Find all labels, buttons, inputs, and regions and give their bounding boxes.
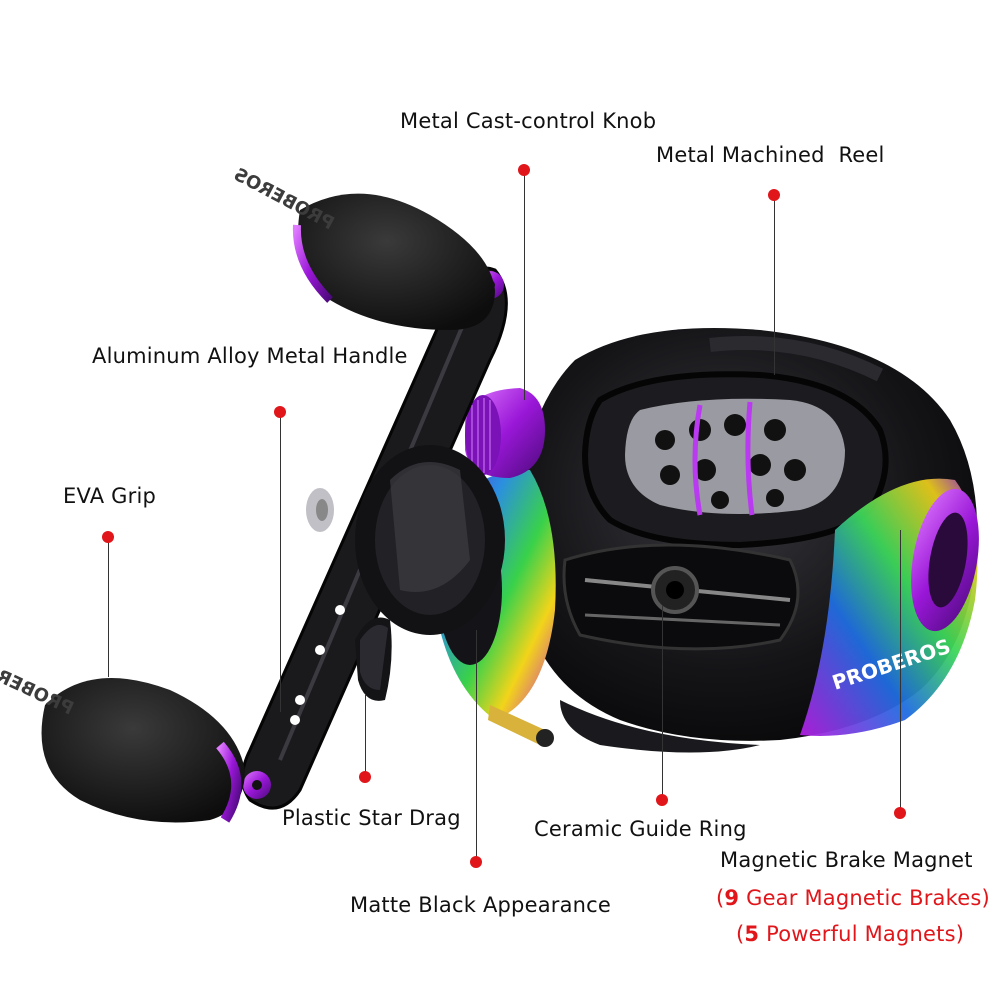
eva-grip-bottom: PROBEROS	[0, 654, 246, 823]
paren-open: (	[716, 886, 725, 910]
callout-dot-brake-magnet	[894, 807, 906, 819]
label-eva-grip: EVA Grip	[63, 484, 157, 508]
handle-hub	[306, 445, 505, 635]
callout-dot-machined-reel	[768, 189, 780, 201]
cast-control-knob	[465, 388, 545, 478]
callout-dot-eva-grip	[102, 531, 114, 543]
leader-star-drag	[365, 695, 367, 777]
magnet-count: 5	[744, 922, 760, 946]
label-ceramic-guide-ring: Ceramic Guide Ring	[534, 817, 747, 841]
label-plastic-star-drag: Plastic Star Drag	[282, 806, 461, 830]
leader-handle	[280, 412, 282, 712]
label-cast-control-knob: Metal Cast-control Knob	[400, 109, 657, 133]
spool-holes	[655, 414, 806, 509]
callout-dot-handle	[274, 406, 286, 418]
leader-brake-magnet	[900, 530, 902, 813]
callout-dot-cast-knob	[518, 164, 530, 176]
brand-logo-top-grip: PROBEROS	[230, 164, 337, 234]
reel-body: PROBEROS	[436, 328, 979, 753]
label-gear-magnetic-brakes: (9 Gear Magnetic Brakes)	[716, 886, 990, 910]
label-powerful-magnets: (5 Powerful Magnets)	[736, 922, 964, 946]
magnets-text: Powerful Magnets)	[759, 922, 965, 946]
leader-machined-reel	[774, 195, 776, 375]
star-drag	[355, 617, 392, 701]
callout-dot-matte-black	[470, 856, 482, 868]
eva-grip-top: PROBEROS	[230, 164, 495, 330]
label-metal-machined-reel: Metal Machined Reel	[656, 143, 885, 167]
label-matte-black-appearance: Matte Black Appearance	[350, 893, 612, 917]
leader-eva-grip	[108, 537, 110, 677]
paren-open: (	[736, 922, 745, 946]
callout-dot-guide-ring	[656, 794, 668, 806]
leader-matte-black	[476, 630, 478, 862]
brand-logo-bottom-grip: PROBEROS	[0, 654, 77, 720]
callout-dot-star-drag	[359, 771, 371, 783]
label-aluminum-handle: Aluminum Alloy Metal Handle	[92, 344, 408, 368]
label-magnetic-brake-magnet: Magnetic Brake Magnet	[720, 848, 973, 872]
leader-cast-knob	[524, 170, 526, 400]
leader-guide-ring	[662, 605, 664, 800]
gear-text: Gear Magnetic Brakes)	[739, 886, 990, 910]
gear-count: 9	[724, 886, 740, 910]
